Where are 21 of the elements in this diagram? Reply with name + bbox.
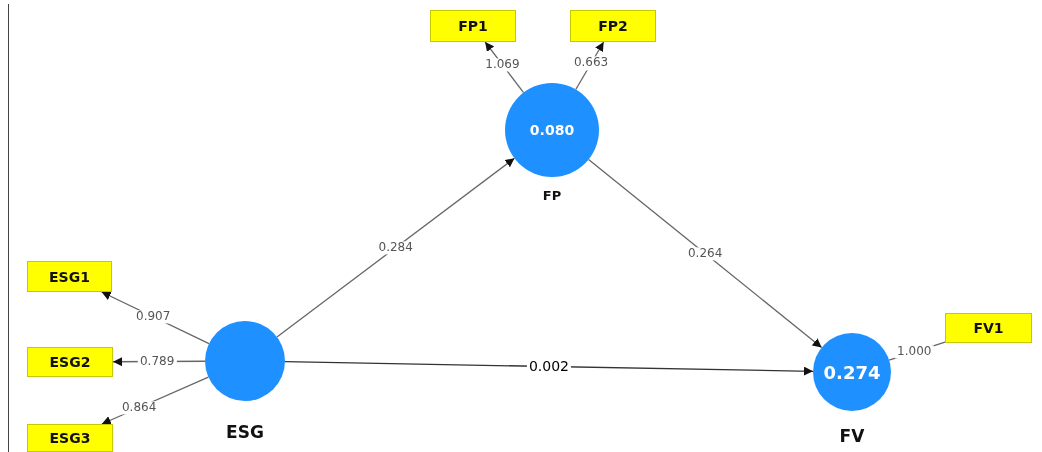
indicator-box: ESG1 [27, 261, 112, 292]
arrow [276, 157, 516, 338]
indicator-box: FP2 [570, 10, 656, 42]
edge-label: 0.907 [134, 310, 173, 324]
edge-label: 0.663 [571, 56, 611, 70]
latent-variable-circle: 0.080 [505, 83, 599, 177]
indicator-box: FV1 [945, 313, 1032, 343]
edge-label: 0.264 [685, 246, 725, 261]
latent-variable-circle: 0.274 [813, 333, 891, 411]
edge-label: 0.864 [119, 401, 159, 415]
variable-name: FP [542, 188, 562, 203]
variable-name: FV [839, 426, 865, 446]
edge-label: 1.069 [483, 58, 522, 72]
indicator-box: ESG2 [27, 347, 113, 377]
indicator-box: FP1 [430, 10, 516, 42]
indicator-box: ESG3 [27, 424, 113, 452]
variable-name: ESG [226, 422, 264, 442]
arrow [587, 158, 823, 349]
edge-label: 1.000 [895, 345, 934, 359]
arrow [284, 361, 814, 376]
edge-label: 0.284 [376, 241, 415, 255]
